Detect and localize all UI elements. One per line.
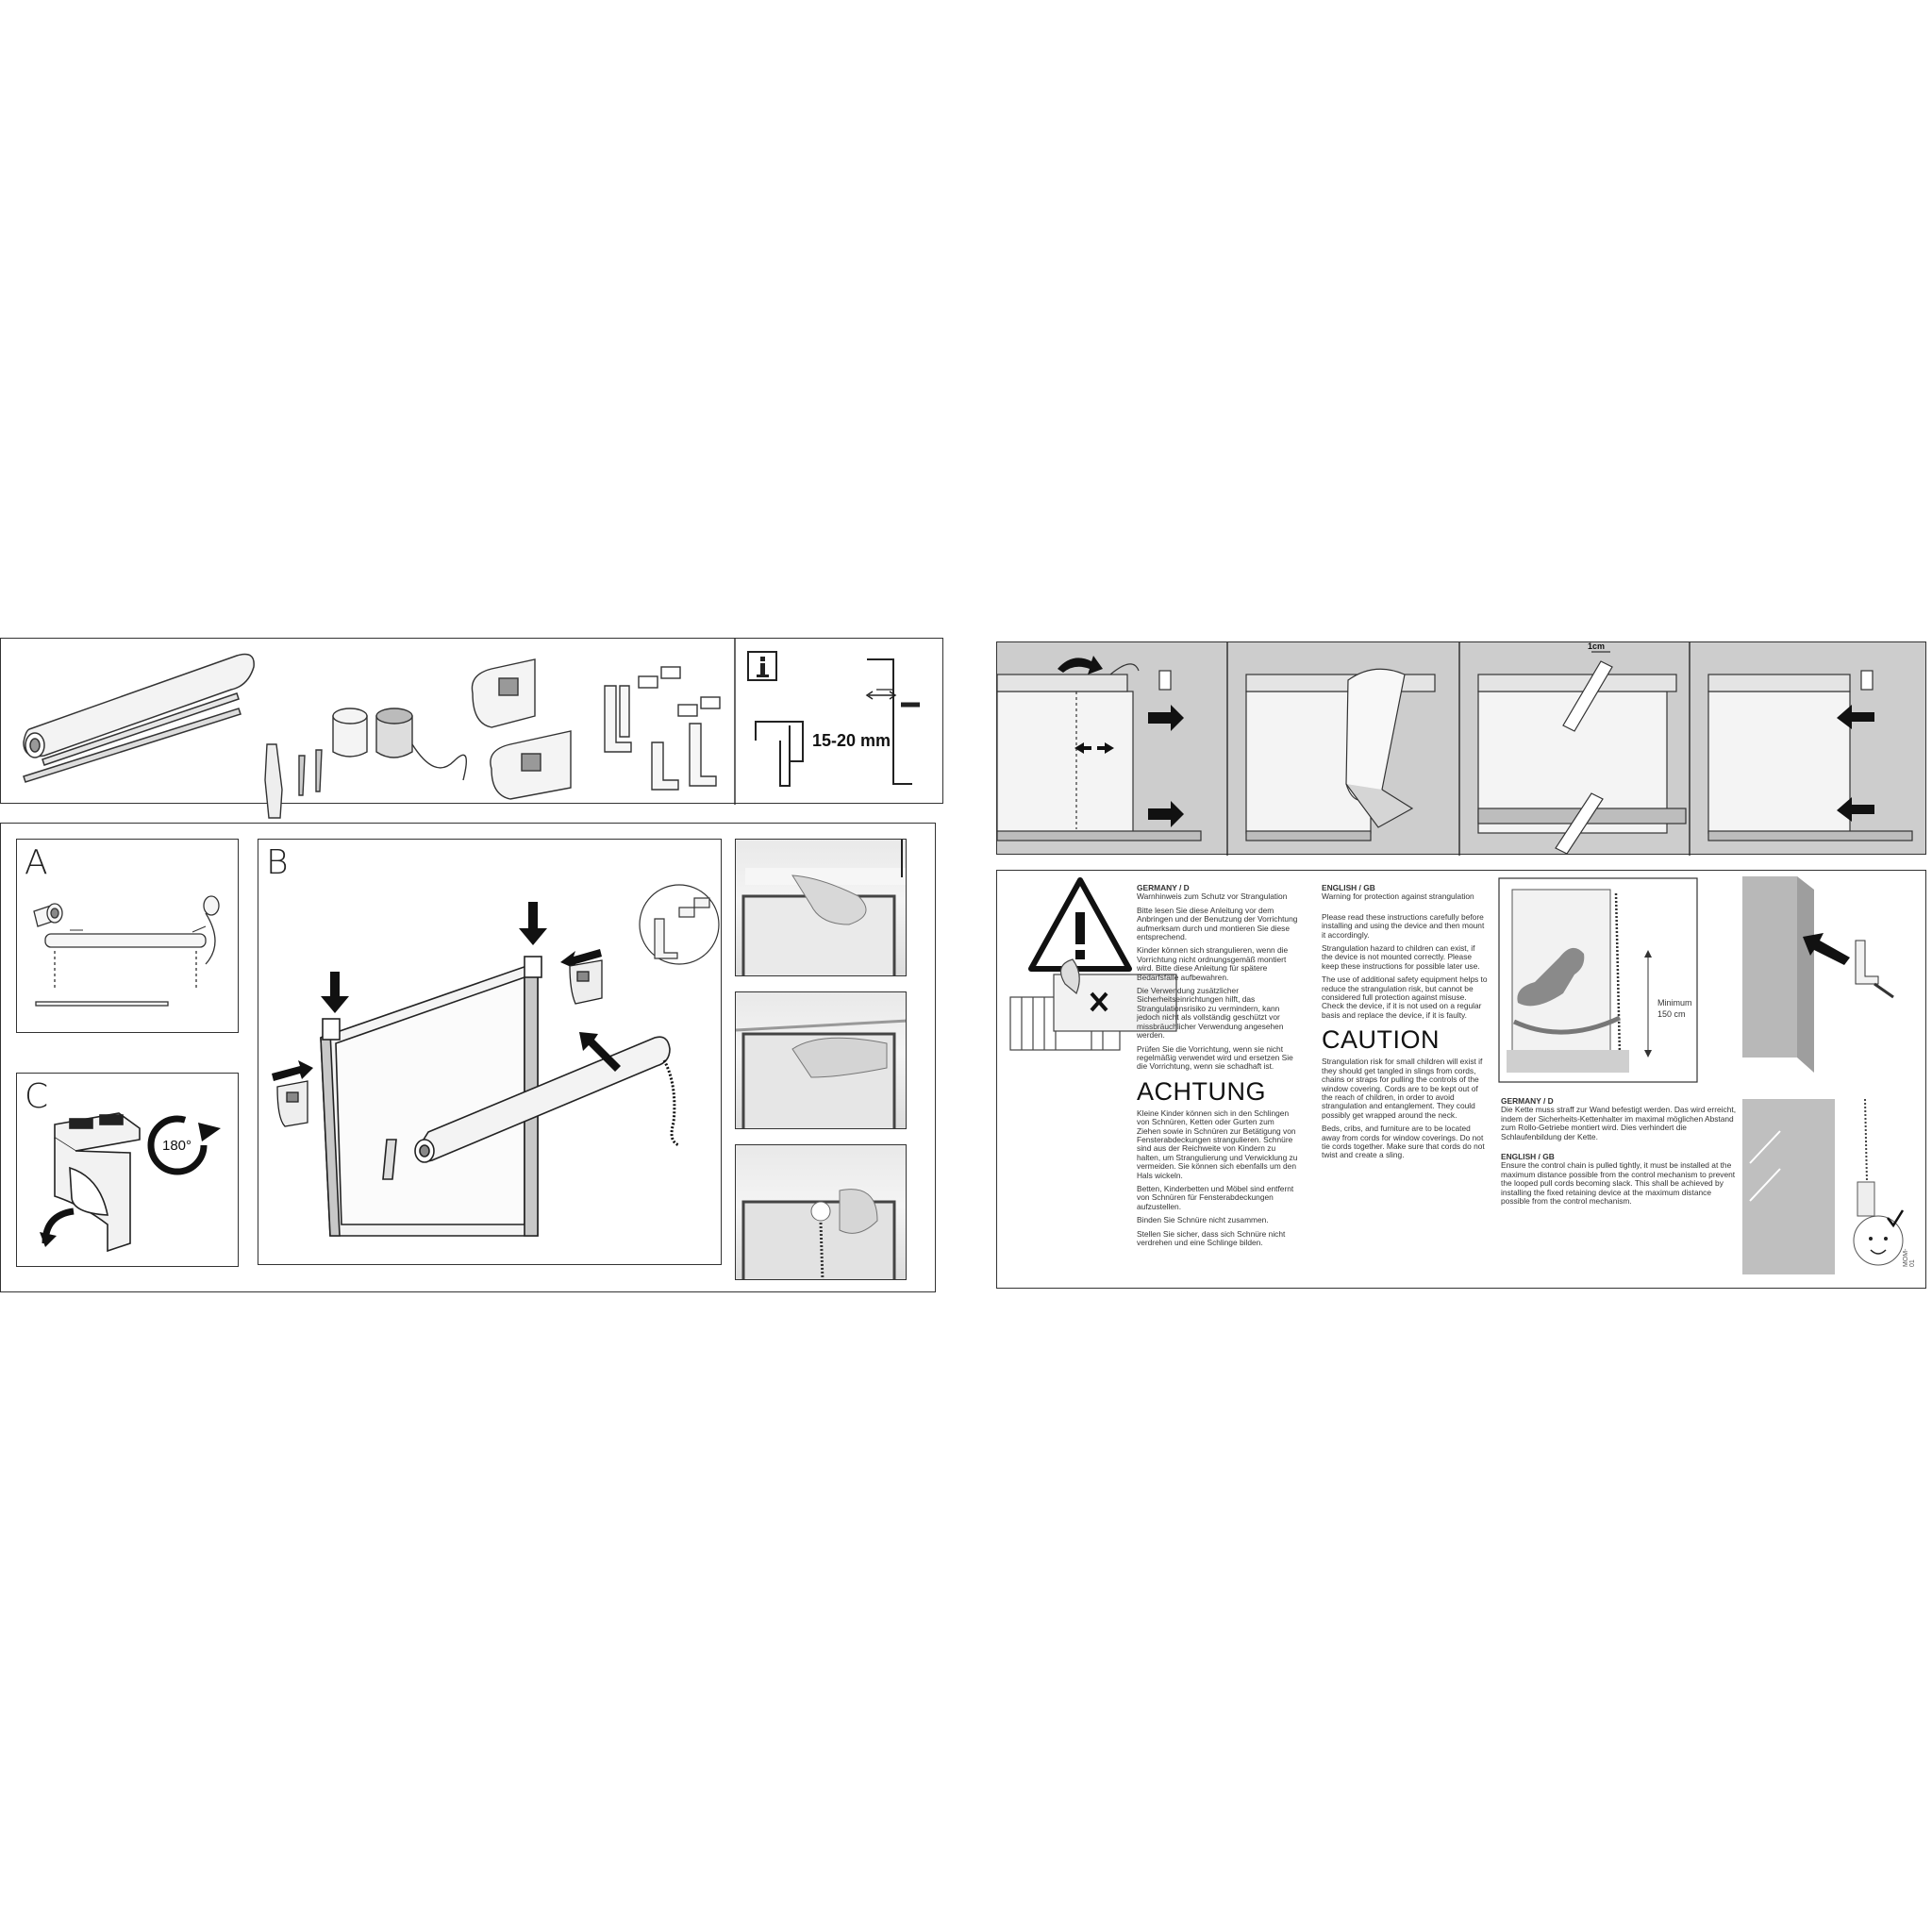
warning-illustration	[1009, 876, 1905, 1274]
roller-tube-illustration	[23, 653, 255, 783]
clip-bracket-illustration	[604, 666, 721, 791]
info-icon	[747, 651, 777, 681]
minimum-text: Minimum	[1657, 998, 1692, 1008]
doc-code: MOM-01	[1903, 1248, 1916, 1267]
de-p2: Kinder können sich strangulieren, wenn d…	[1137, 945, 1289, 982]
panel-c: C 180°	[16, 1073, 239, 1267]
chain-en-country: ENGLISH / GB	[1501, 1152, 1555, 1162]
panel-b-drawing	[272, 884, 720, 1237]
de-p7: Binden Sie Schnüre nicht zusammen.	[1137, 1215, 1269, 1225]
chain-de-text: Die Kette muss straff zur Wand befestigt…	[1501, 1105, 1737, 1141]
panel-c-drawing	[40, 1112, 221, 1253]
panel-b-label: B	[266, 843, 289, 882]
de-p6: Betten, Kinderbetten und Möbel sind entf…	[1137, 1183, 1294, 1211]
de-p3: Die Verwendung zusätzlicher Sicherheitse…	[1137, 986, 1284, 1041]
english-warning-column: ENGLISH / GB Warning for protection agai…	[1322, 883, 1488, 1165]
en-p1: Please read these instructions carefully…	[1322, 911, 1485, 940]
en-p4: Strangulation risk for small children wi…	[1322, 1057, 1483, 1120]
cutting-steps-panel: 1cm	[996, 641, 1926, 856]
de-heading: ACHTUNG	[1137, 1076, 1266, 1106]
parts-panel: 15-20 mm	[0, 638, 943, 819]
panel-a-drawing	[33, 895, 220, 1007]
mount-photo-3	[735, 1144, 907, 1280]
measure-label: 15-20 mm	[812, 731, 891, 750]
minimum-value: 150 cm	[1657, 1009, 1686, 1019]
german-warning-column: GERMANY / D Warnhinweis zum Schutz vor S…	[1137, 883, 1299, 1252]
en-subtitle: Warning for protection against strangula…	[1322, 891, 1474, 902]
de-subtitle: Warnhinweis zum Schutz vor Strangulation	[1137, 891, 1288, 902]
assembly-panel: A C	[0, 823, 936, 1292]
de-p5: Kleine Kinder können sich in den Schling…	[1137, 1108, 1298, 1180]
parts-illustrations	[23, 639, 920, 819]
de-p4: Prüfen Sie die Vorrichtung, wenn sie nic…	[1137, 1043, 1293, 1072]
safety-panel: GERMANY / D Warnhinweis zum Schutz vor S…	[996, 870, 1926, 1289]
mount-photo-1	[735, 839, 907, 976]
panel-c-label: C	[25, 1077, 49, 1116]
bracket-illustration	[471, 658, 572, 800]
en-p3: The use of additional safety equipment h…	[1322, 974, 1488, 1020]
cutting-steps-drawing	[996, 642, 1913, 856]
chain-en-text: Ensure the control chain is pulled tight…	[1501, 1160, 1736, 1207]
en-p2: Strangulation hazard to children can exi…	[1322, 943, 1480, 971]
minimum-label: Minimum 150 cm	[1657, 997, 1705, 1020]
en-country: ENGLISH / GB	[1322, 883, 1375, 892]
en-heading: CAUTION	[1322, 1025, 1440, 1055]
en-p5: Beds, cribs, and furniture are to be loc…	[1322, 1124, 1485, 1160]
panel-a-label: A	[25, 843, 48, 882]
panel-b: B	[258, 839, 722, 1265]
panel-a: A	[16, 839, 239, 1033]
de-p8: Stellen Sie sicher, dass sich Schnüre ni…	[1137, 1228, 1286, 1247]
rotate-label: 180°	[162, 1138, 192, 1154]
de-country: GERMANY / D	[1137, 883, 1190, 892]
chain-instructions: GERMANY / D Die Kette muss straff zur Wa…	[1501, 1096, 1737, 1210]
end-caps-illustration	[264, 708, 467, 819]
mount-photo-2	[735, 991, 907, 1129]
de-p1: Bitte lesen Sie diese Anleitung vor dem …	[1137, 905, 1298, 942]
chain-de-country: GERMANY / D	[1501, 1096, 1554, 1106]
gap-label: 1cm	[1588, 641, 1606, 651]
